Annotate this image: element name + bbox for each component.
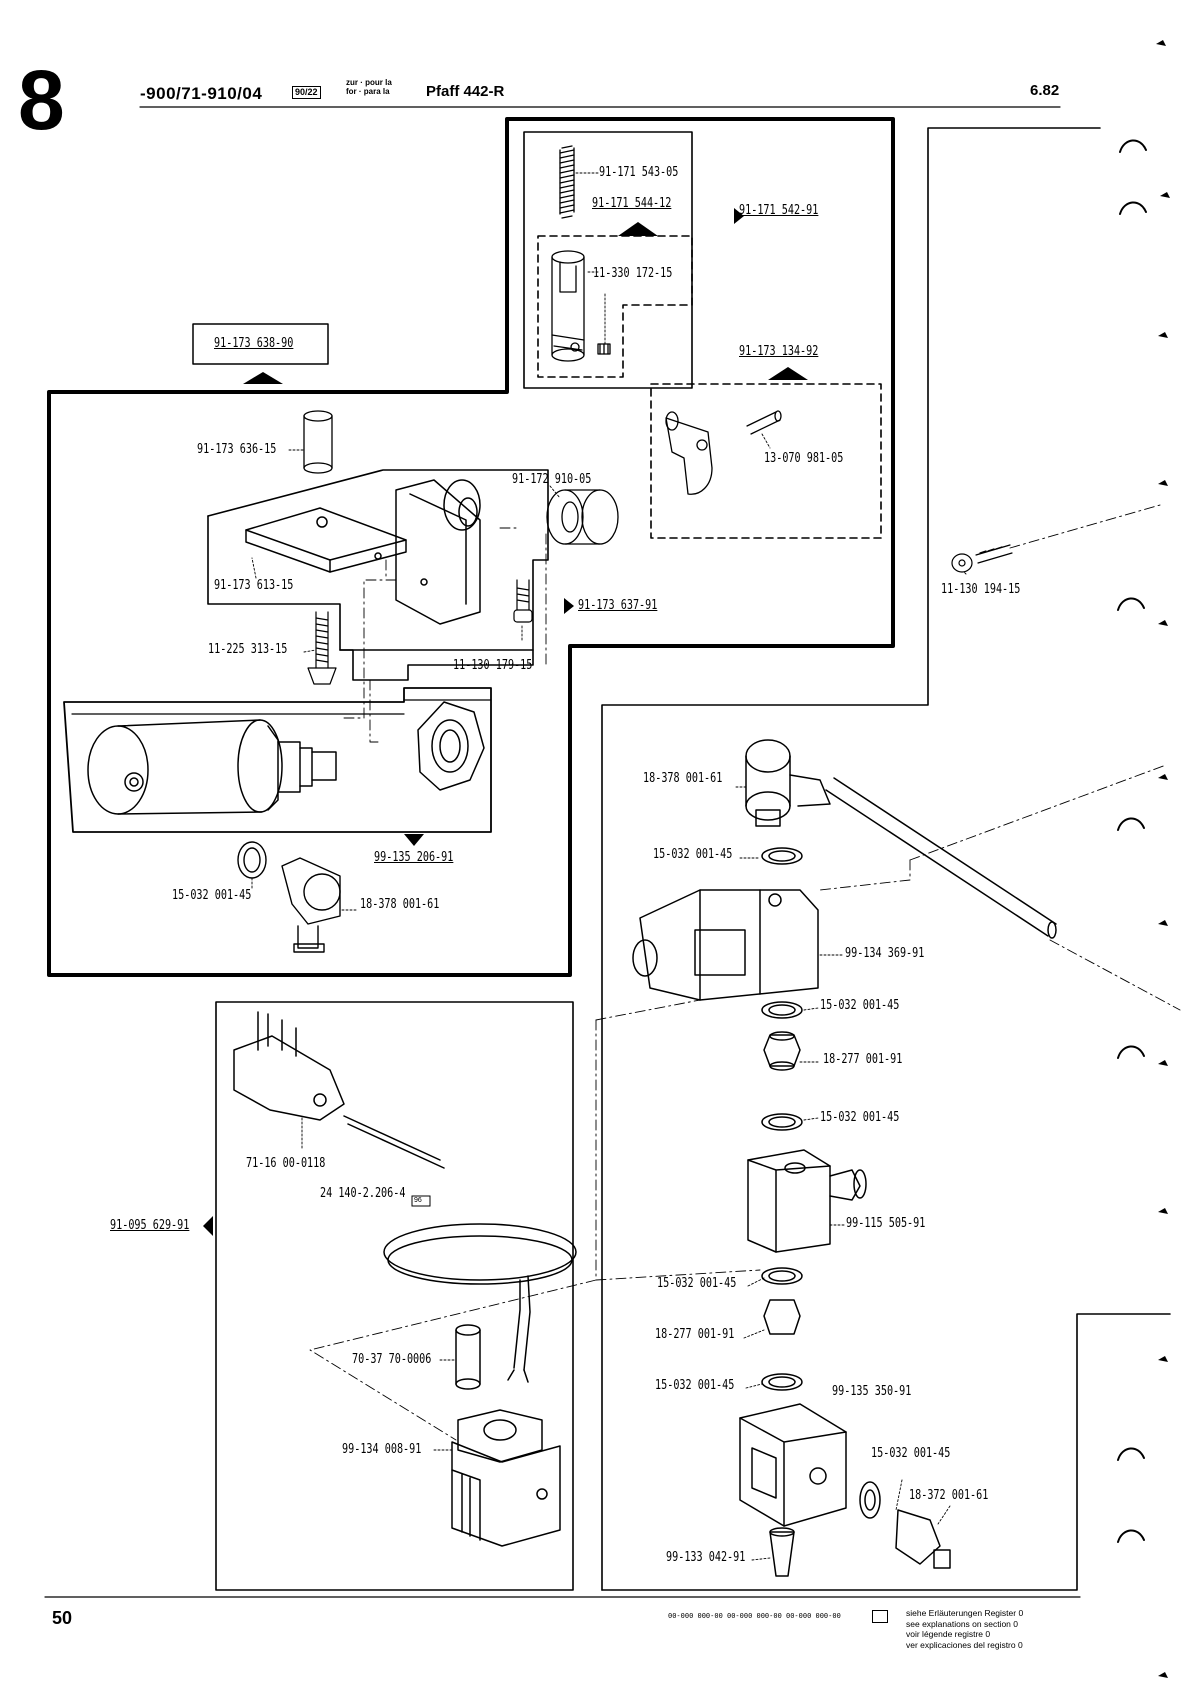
cylinder-drawing — [87, 719, 337, 815]
part-label: 99-135 350-91 — [832, 1384, 912, 1399]
part-label: 18-372 001-61 — [909, 1488, 989, 1503]
main-assembly-frame — [47, 117, 895, 977]
margin-marks — [1156, 40, 1170, 1678]
part-label: 15-032 001-45 — [172, 888, 252, 903]
dashed-subgroup-2 — [650, 383, 882, 539]
pin-drawing — [665, 410, 782, 495]
leader-lines — [251, 172, 967, 1561]
catalog-box: 90/22 — [292, 86, 321, 99]
part-label: 91-173 638-90 — [214, 336, 294, 351]
part-label: 15-032 001-45 — [820, 1110, 900, 1125]
part-label: 91-095 629-91 — [110, 1218, 190, 1233]
legend-codes: 00-000 000-00 00-000 000-00 00-000 000-0… — [668, 1612, 841, 1620]
bracket-frame — [207, 469, 549, 681]
part-label: 11-130 179-15 — [453, 658, 533, 673]
part-label: 99-135 206-91 — [374, 850, 454, 865]
part-box-label: 96 — [414, 1197, 422, 1204]
valve-column-drawing — [632, 739, 1057, 1577]
part-label: 18-378 001-61 — [360, 897, 440, 912]
for-label: zur · pour la for · para la — [346, 78, 392, 96]
bushing-drawing — [303, 410, 333, 474]
model-name: Pfaff 442-R — [426, 83, 505, 100]
part-label: 18-378 001-61 — [643, 771, 723, 786]
part-label: 15-032 001-45 — [657, 1276, 737, 1291]
part-label: 91-171 544-12 — [592, 196, 672, 211]
part-label: 15-032 001-45 — [655, 1378, 735, 1393]
part-label: 11-225 313-15 — [208, 642, 288, 657]
page-number: 50 — [52, 1608, 73, 1628]
catalog-code: -900/71-910/04 — [140, 84, 263, 103]
edition-date: 6.82 — [1030, 82, 1060, 99]
hex-nut-drawing — [417, 701, 485, 791]
part-label: 13-070 981-05 — [764, 451, 844, 466]
part-label: 15-032 001-45 — [871, 1446, 951, 1461]
part-label: 99-115 505-91 — [846, 1216, 926, 1231]
binder-holes — [1117, 139, 1147, 1543]
triangle-icon — [618, 222, 658, 236]
right-panel-frame — [601, 127, 1101, 1591]
triangle-icon — [734, 208, 744, 224]
triangle-icon — [203, 1216, 213, 1236]
dashed-subgroup-1 — [537, 235, 693, 378]
fitting-drawing — [237, 841, 341, 953]
part-label: 91-173 637-91 — [578, 598, 658, 613]
assembly-label-box — [192, 323, 329, 365]
triangle-icon — [564, 598, 574, 614]
coil-drawing — [233, 1011, 577, 1547]
sleeve-drawing — [551, 250, 611, 362]
part-label: 70-37 70-0006 — [352, 1352, 432, 1367]
part-label: 99-133 042-91 — [666, 1550, 746, 1565]
part-label: 24 140-2.206-4 — [320, 1186, 406, 1201]
section-number: 8 — [18, 53, 65, 147]
part-label: 11-330 172-15 — [593, 266, 673, 281]
legend-text: siehe Erläuterungen Register 0 see expla… — [906, 1608, 1024, 1650]
part-label: 15-032 001-45 — [653, 847, 733, 862]
part-label: 91-173 636-15 — [197, 442, 277, 457]
triangle-icon — [768, 367, 808, 380]
part-label: 91-172 910-05 — [512, 472, 592, 487]
solenoid-box — [215, 1001, 574, 1591]
part-label: 18-277 001-91 — [823, 1052, 903, 1067]
part-label: 99-134 369-91 — [845, 946, 925, 961]
triangle-icon — [243, 372, 283, 384]
part-label: 71-16 00-0118 — [246, 1156, 326, 1171]
part-label: 91-171 543-05 — [599, 165, 679, 180]
part-label: 18-277 001-91 — [655, 1327, 735, 1342]
spring-drawing — [559, 145, 575, 219]
part-label: 91-173 613-15 — [214, 578, 294, 593]
part-label: 91-173 134-92 — [739, 344, 819, 359]
bracket-drawing — [245, 479, 481, 625]
part-label: 99-134 008-91 — [342, 1442, 422, 1457]
spring-group-frame — [523, 131, 693, 389]
part-label: 15-032 001-45 — [820, 998, 900, 1013]
cylinder-frame — [63, 687, 492, 833]
triangle-icon — [404, 834, 424, 846]
part-label: 11-130 194-15 — [941, 582, 1021, 597]
part-label: 91-171 542-91 — [739, 203, 819, 218]
screw-drawing — [307, 544, 1013, 685]
legend-box — [872, 1610, 888, 1623]
